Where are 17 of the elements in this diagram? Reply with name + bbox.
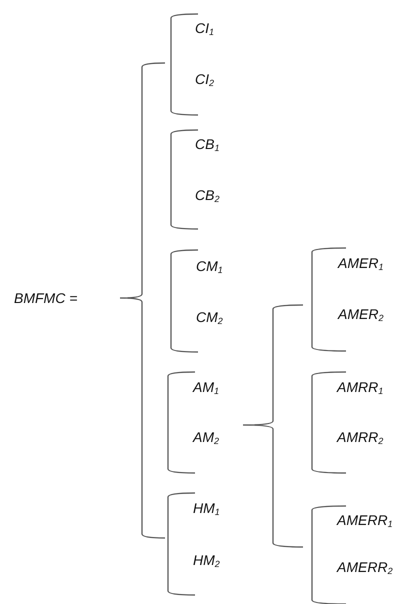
formula-term: AM$_{1}$: [193, 379, 220, 398]
formula-term: BMFMC =: [14, 290, 78, 306]
formula-term: CI$_{1}$: [195, 20, 214, 39]
formula-term: CI$_{2}$: [195, 71, 214, 90]
formula-term: CM$_{2}$: [196, 309, 223, 328]
formula-term: HM$_{2}$: [193, 552, 220, 571]
formula-term: AMRR$_{1}$: [337, 379, 384, 398]
formula-term: AMERR$_{2}$: [337, 559, 393, 578]
formula-term: CM$_{1}$: [196, 258, 223, 277]
formula-term: AMER$_{1}$: [338, 255, 384, 274]
formula-term: AMER$_{2}$: [338, 306, 384, 325]
formula-term: AM$_{2}$: [193, 429, 220, 448]
formula-term: AMERR$_{1}$: [337, 512, 393, 531]
formula-term: HM$_{1}$: [193, 500, 220, 519]
formula-term: CB$_{2}$: [195, 187, 220, 206]
formula-term: CB$_{1}$: [195, 136, 220, 155]
formula-term: AMRR$_{2}$: [337, 429, 384, 448]
